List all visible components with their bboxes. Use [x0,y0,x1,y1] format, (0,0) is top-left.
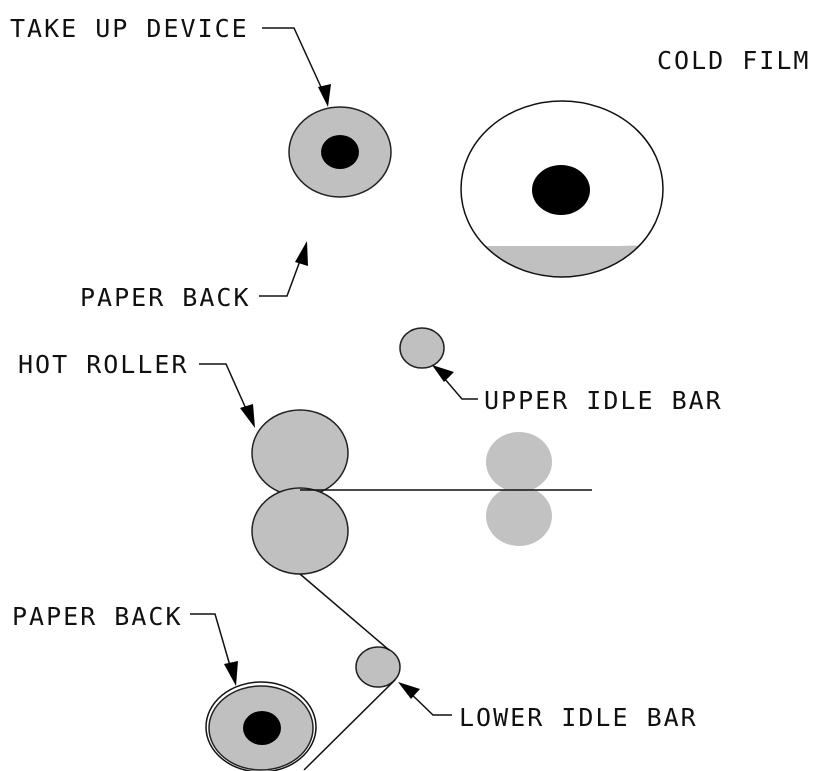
take-up-device-leader [262,27,327,99]
cold-film-paper-layer [461,246,663,277]
hot-roller-leader [199,363,252,421]
paper-back-roll [205,681,317,771]
upper-idle-bar-leader [437,370,478,400]
take-up-device-arrowhead [318,84,331,107]
cold-film-roll [460,100,664,278]
hot-roller-pair [251,409,349,575]
pull-roller-upper [486,432,552,492]
cold-film-label: COLD FILM [657,46,810,75]
paper-back-top-arrowhead [295,241,308,266]
cold-film-hub [532,165,590,215]
hot-roller-upper [251,409,349,497]
cold-film-outline [460,100,664,278]
hot-roller-arrowhead [240,404,255,428]
take-up-hub [321,135,359,169]
paper-back-hub [243,711,281,745]
paper-back-top-leader [259,249,305,297]
pull-roller-pair [486,432,552,546]
lower-idle-bar-arrowhead [398,682,420,699]
paper-back-bottom-leader [190,613,234,677]
upper-idle-bar-roller [399,327,445,369]
hot-roller-lower [251,487,349,575]
lower-idle-bar-roller [355,646,401,688]
paper-back-bottom-arrowhead [224,661,238,686]
paper-back-top-label: PAPER BACK [80,283,251,312]
lower-idle-bar-label: LOWER IDLE BAR [459,703,698,732]
paper-web-line-upper [299,573,390,651]
paper-back-bottom-label: PAPER BACK [12,602,183,631]
paper-web-line-lower [303,679,396,771]
lower-idle-bar-leader [404,687,452,716]
upper-idle-bar-arrowhead [432,365,454,382]
take-up-device-label: TAKE UP DEVICE [10,14,249,43]
upper-idle-bar-label: UPPER IDLE BAR [484,386,723,415]
hot-roller-label: HOT ROLLER [18,350,189,379]
take-up-device [288,106,392,198]
pull-roller-lower [486,486,552,546]
